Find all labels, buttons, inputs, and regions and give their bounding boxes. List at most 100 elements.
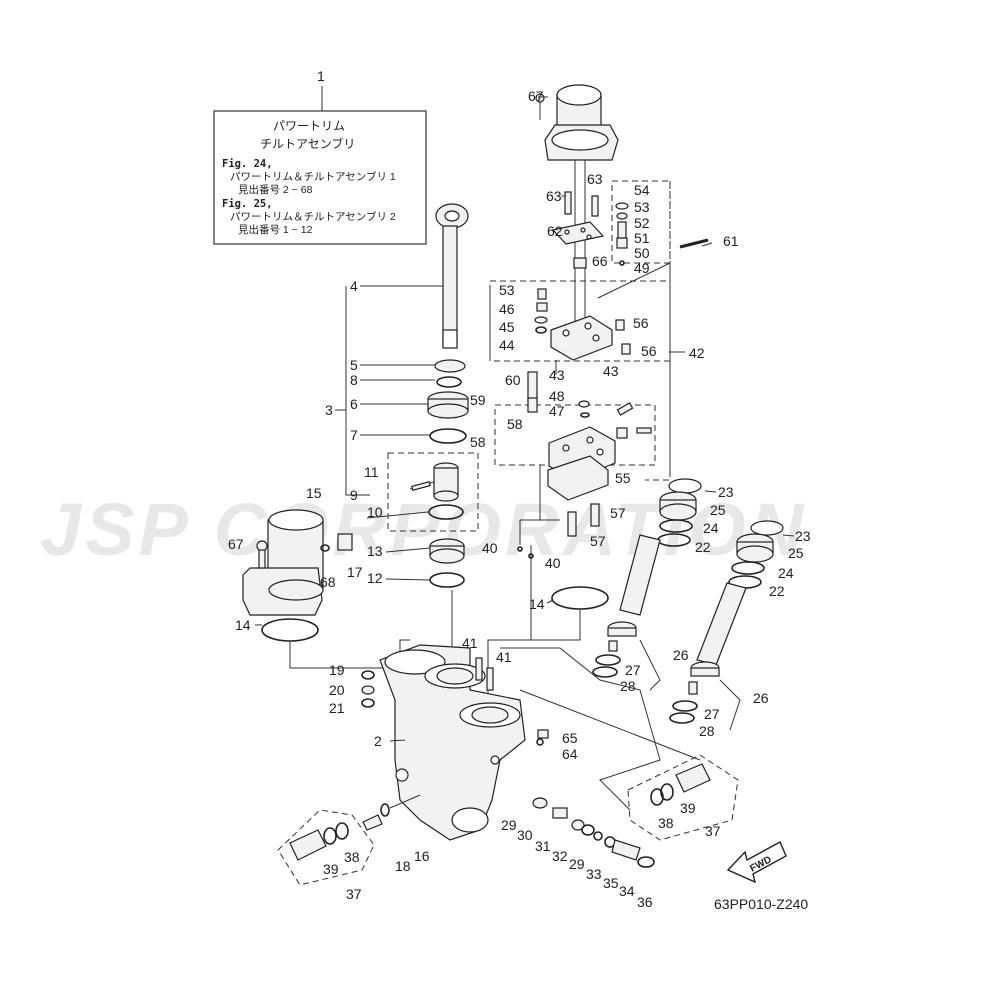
callout-44: 44 (499, 337, 515, 353)
callout-46: 46 (499, 301, 515, 317)
callout-18: 18 (395, 858, 411, 874)
callout-11: 11 (364, 464, 379, 480)
callout-42: 42 (689, 345, 705, 361)
callout-67b: 67 (228, 536, 244, 552)
callout-22a: 22 (695, 539, 711, 555)
callout-63b: 63 (587, 171, 603, 187)
callout-7: 7 (350, 427, 358, 443)
drawing-code: 63PP010-Z240 (714, 896, 808, 912)
callout-34: 34 (619, 883, 635, 899)
callout-39b: 39 (323, 861, 339, 877)
note-title-line2: チルトアセンブリ (260, 136, 355, 151)
note-fig25-desc: パワートリム＆チルトアセンブリ 2 (230, 210, 396, 223)
screw-61 (679, 238, 709, 249)
callout-40b: 40 (545, 555, 561, 571)
callout-55: 55 (615, 470, 631, 486)
callout-37a: 37 (705, 823, 721, 839)
callout-61: 61 (723, 233, 739, 249)
callout-37b: 37 (346, 886, 362, 902)
callout-32: 32 (552, 848, 568, 864)
callout-65: 65 (562, 730, 578, 746)
callout-3: 3 (325, 402, 333, 418)
callout-24b: 24 (778, 565, 794, 581)
callout-27a: 27 (625, 662, 641, 678)
callout-64: 64 (562, 746, 578, 762)
bottom-fittings (532, 797, 655, 868)
note-fig24-desc: パワートリム＆チルトアセンブリ 1 (230, 170, 396, 183)
callout-43a: 43 (549, 367, 565, 383)
callout-16: 16 (414, 848, 430, 864)
pump-plate (551, 191, 605, 269)
note-title-line1: パワートリム (273, 119, 345, 133)
reference-note-box: パワートリム チルトアセンブリ Fig. 24, パワートリム＆チルトアセンブリ… (213, 86, 427, 245)
callout-27b: 27 (704, 706, 720, 722)
fwd-arrow-icon: FWD (726, 841, 787, 884)
callout-45: 45 (499, 319, 515, 335)
callout-1: 1 (317, 68, 325, 84)
callout-24a: 24 (703, 520, 719, 536)
callout-35: 35 (603, 875, 619, 891)
callout-13: 13 (367, 543, 383, 559)
tilt-cylinder-tubes (592, 478, 784, 731)
callout-6: 6 (350, 396, 358, 412)
callout-14b: 14 (529, 596, 545, 612)
callout-10a: 10 (367, 504, 383, 520)
callout-63a: 63 (546, 188, 562, 204)
check-valve-left (277, 794, 421, 886)
callout-30: 30 (517, 827, 533, 843)
check-valve-right (627, 754, 739, 841)
valve-component-stack (597, 180, 671, 475)
assembly-42-frame (645, 181, 685, 481)
callout-56b: 56 (641, 343, 657, 359)
callout-43b: 43 (603, 363, 619, 379)
callout-40a: 40 (482, 540, 498, 556)
callout-25b: 25 (788, 545, 804, 561)
callout-49: 49 (634, 260, 650, 276)
callout-54: 54 (634, 182, 650, 198)
callout-41b: 41 (496, 649, 512, 665)
note-fig24-ref: Fig. 24, (222, 158, 273, 170)
callout-52: 52 (634, 215, 650, 231)
callout-47: 47 (549, 403, 565, 419)
callout-51: 51 (634, 230, 650, 246)
o-ring-14-right (551, 586, 609, 610)
callout-68: 68 (320, 574, 336, 590)
valve-block (494, 371, 656, 570)
callout-2: 2 (374, 733, 382, 749)
callout-26a: 26 (673, 647, 689, 663)
leader-lines (255, 96, 795, 742)
note-fig25-range: 見出番号 1 ~ 12 (238, 223, 313, 236)
note-fig25-ref: Fig. 25, (222, 198, 273, 210)
electric-motor (535, 84, 619, 330)
callout-59: 59 (470, 392, 486, 408)
callout-56a: 56 (633, 315, 649, 331)
callout-66: 66 (592, 253, 608, 269)
body-small-parts (361, 670, 375, 708)
callout-5: 5 (350, 357, 358, 373)
main-cylinder-body (379, 644, 549, 841)
callout-4: 4 (350, 278, 358, 294)
callout-28b: 28 (699, 723, 715, 739)
callout-15: 15 (306, 485, 322, 501)
callout-22b: 22 (769, 583, 785, 599)
callout-8: 8 (350, 372, 358, 388)
callout-67a: 67 (528, 88, 544, 104)
callout-28a: 28 (620, 678, 636, 694)
callout-25a: 25 (710, 502, 726, 518)
callout-19: 19 (329, 662, 345, 678)
callout-20: 20 (329, 682, 345, 698)
callout-38b: 38 (344, 849, 360, 865)
callout-53b: 53 (499, 282, 515, 298)
callout-9: 9 (350, 487, 358, 503)
callout-14a: 14 (235, 617, 251, 633)
callout-23b: 23 (795, 528, 811, 544)
tilt-rod-assembly (335, 203, 479, 670)
pump-body (489, 280, 671, 375)
callout-31: 31 (535, 838, 551, 854)
callout-58a: 58 (507, 416, 523, 432)
callout-17: 17 (347, 564, 363, 580)
callout-23a: 23 (718, 484, 734, 500)
callout-50: 50 (634, 245, 650, 261)
